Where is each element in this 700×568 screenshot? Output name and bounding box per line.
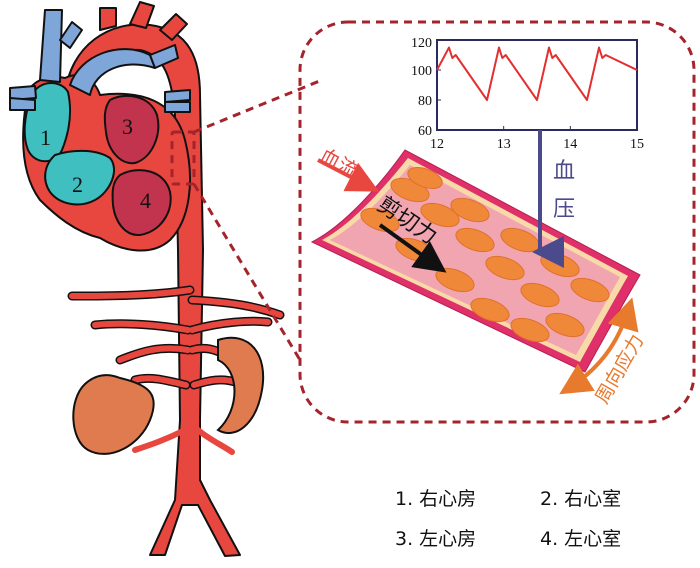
circumferential-stress-arrow [559, 297, 639, 395]
right-ventricle [44, 149, 115, 206]
x-tick-labels: 12 13 14 15 [430, 137, 644, 152]
cell [470, 297, 510, 323]
legend-entry-3: 3. 左心房 [395, 528, 476, 550]
chamber-label-3: 3 [122, 114, 133, 139]
endothelial-cells [360, 167, 610, 343]
x-tick-label: 12 [430, 137, 444, 152]
left-ventricle [111, 169, 172, 237]
left-atrium [103, 94, 160, 165]
zoom-connector [170, 20, 696, 424]
y-tick-labels: 60 80 100 120 [411, 36, 432, 139]
veins [9, 9, 191, 113]
pressure-wave [436, 46, 638, 101]
cell [450, 197, 490, 223]
x-tick-label: 15 [630, 137, 644, 152]
heart [22, 74, 191, 252]
pressure-chart: 12 13 14 15 60 80 100 120 [411, 36, 644, 152]
blood-pressure-label-char-1: 血 [553, 159, 575, 184]
cell [510, 317, 550, 343]
kidneys [72, 337, 265, 455]
blood-flow-arrow [317, 158, 380, 192]
chamber-label-2: 2 [72, 172, 83, 197]
right-kidney [216, 337, 265, 435]
vessel-wall-surface [330, 165, 620, 355]
chart-frame [436, 39, 638, 131]
cell [435, 267, 475, 293]
legend-entry-2: 2. 右心室 [540, 488, 621, 510]
left-kidney [72, 374, 155, 455]
zoom-panel-outline [298, 20, 696, 424]
chart-tick-marks [436, 39, 638, 131]
cell [420, 202, 460, 228]
legend-entry-4: 4. 左心室 [540, 528, 621, 550]
cell [407, 167, 443, 189]
y-tick-label: 120 [411, 36, 432, 51]
y-tick-label: 60 [418, 124, 432, 139]
chamber-label-1: 1 [40, 125, 51, 150]
blood-pressure-label-char-2: 压 [553, 197, 575, 222]
cell [520, 282, 560, 308]
y-tick-label: 80 [418, 94, 432, 109]
cell [360, 207, 400, 233]
x-tick-label: 13 [497, 137, 511, 152]
chamber-labels: 1 2 3 4 [40, 114, 151, 213]
shear-stress-arrow [378, 223, 447, 273]
blood-pressure-label-group: 血 压 [553, 159, 575, 222]
x-tick-label: 14 [563, 137, 577, 152]
cell [485, 255, 525, 281]
y-tick-label: 100 [411, 64, 432, 79]
chamber-legend: 1. 右心房 2. 右心室 3. 左心房 4. 左心室 [395, 488, 621, 550]
legend-entry-1: 1. 右心房 [395, 488, 476, 510]
cell [455, 227, 495, 253]
chamber-label-4: 4 [140, 188, 151, 213]
abdominal-arteries-fill [69, 287, 283, 455]
right-atrium [23, 82, 71, 163]
